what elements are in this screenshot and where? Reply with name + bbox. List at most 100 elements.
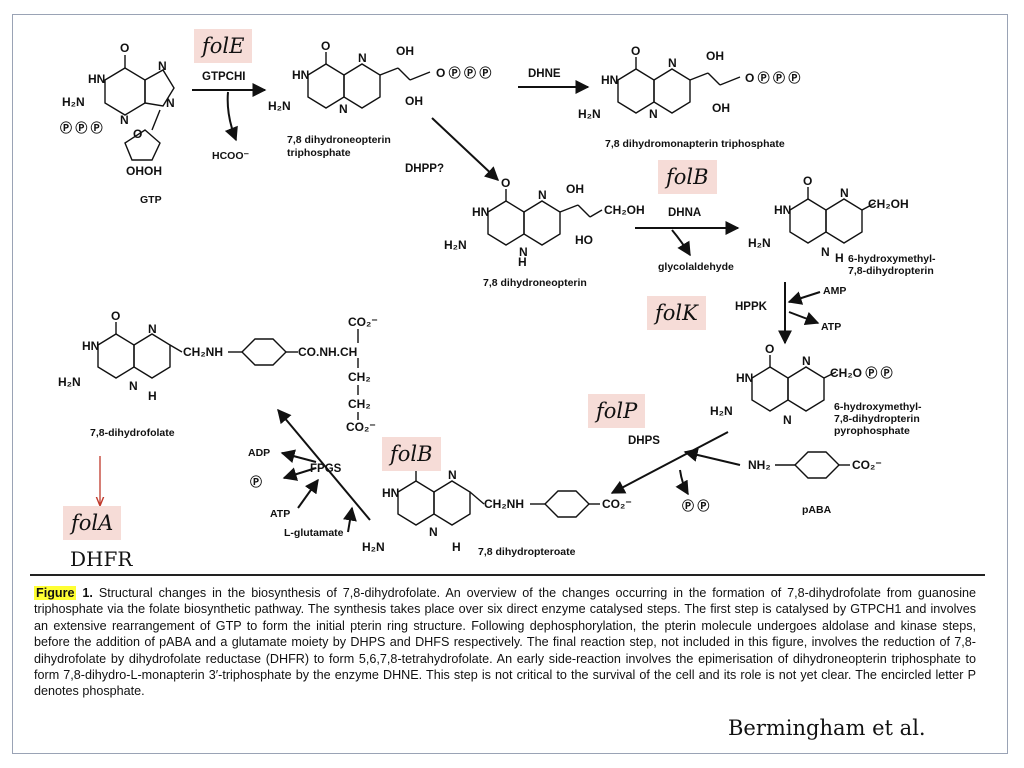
- svg-text:CO₂⁻: CO₂⁻: [346, 420, 376, 434]
- svg-text:CO₂⁻: CO₂⁻: [852, 458, 882, 472]
- svg-text:CH₂NH: CH₂NH: [484, 497, 524, 511]
- svg-text:OH: OH: [396, 44, 414, 58]
- gene-label-folA: folA: [63, 506, 122, 540]
- hmdp-label-1: 6-hydroxymethyl-: [848, 253, 936, 265]
- amp-arrow: [787, 291, 821, 305]
- svg-text:O: O: [321, 39, 330, 53]
- svg-text:O: O: [501, 176, 510, 190]
- atp-out-arrow: [788, 311, 820, 326]
- svg-text:N: N: [158, 59, 167, 73]
- svg-text:H₂N: H₂N: [578, 107, 601, 121]
- svg-text:N: N: [448, 468, 457, 482]
- gene-label-folK: folK: [647, 296, 706, 330]
- dhnp-triphosphate-label-1: 7,8 dihydroneopterin: [287, 134, 391, 146]
- byproduct-atp-hppk: ATP: [821, 321, 841, 333]
- svg-text:N: N: [358, 51, 367, 65]
- svg-text:H: H: [518, 255, 527, 269]
- svg-text:N: N: [166, 96, 175, 110]
- dhmp-triphosphate-structure: O HN N N H₂N OH OH O Ⓟ Ⓟ Ⓟ: [578, 44, 800, 121]
- svg-text:H: H: [835, 251, 844, 265]
- svg-text:N: N: [538, 188, 547, 202]
- glutamate-in-arrow: [343, 506, 357, 533]
- credit-text: Bermingham et al.: [728, 716, 926, 740]
- svg-text:N: N: [668, 56, 677, 70]
- svg-text:N: N: [519, 245, 528, 259]
- byproduct-l-glutamate: L-glutamate: [284, 527, 344, 539]
- svg-text:HN: HN: [472, 205, 489, 219]
- adp-arrow: [280, 449, 317, 463]
- svg-text:CH₂O Ⓟ Ⓟ: CH₂O Ⓟ Ⓟ: [830, 365, 893, 380]
- paba-structure: NH₂ CO₂⁻: [748, 451, 882, 479]
- svg-text:H₂N: H₂N: [362, 540, 385, 554]
- svg-text:HN: HN: [774, 203, 791, 217]
- svg-text:CH₂: CH₂: [348, 370, 371, 384]
- enzyme-gtpchi: GTPCHI: [202, 71, 245, 83]
- byproduct-glycolaldehyde: glycolaldehyde: [658, 261, 734, 273]
- gtp-structure: O HN N N N H₂N Ⓟ Ⓟ Ⓟ O OHOH: [60, 41, 175, 178]
- figure-number: 1.: [82, 586, 93, 600]
- svg-text:H₂N: H₂N: [62, 95, 85, 109]
- gtp-label: GTP: [140, 194, 162, 206]
- pp-out-arrow: [675, 469, 689, 496]
- enzyme-dhna: DHNA: [668, 207, 701, 219]
- hmdp-label-2: 7,8-dihydropterin: [848, 265, 934, 277]
- enzyme-dhne: DHNE: [528, 68, 561, 80]
- hmdp-structure: O HN N N H₂N CH₂OH H: [748, 174, 909, 265]
- svg-text:N: N: [802, 354, 811, 368]
- hmdpp-label-3: pyrophosphate: [834, 425, 910, 437]
- svg-text:CO.NH.CH: CO.NH.CH: [298, 345, 357, 359]
- svg-text:H: H: [452, 540, 461, 554]
- svg-text:CH₂OH: CH₂OH: [868, 197, 909, 211]
- enzyme-dhps: DHPS: [628, 435, 660, 447]
- svg-text:OH: OH: [712, 101, 730, 115]
- p-release: Ⓟ: [250, 474, 262, 489]
- svg-text:CO₂⁻: CO₂⁻: [602, 497, 632, 511]
- svg-text:O Ⓟ Ⓟ Ⓟ: O Ⓟ Ⓟ Ⓟ: [436, 65, 491, 80]
- fpgs-arrow: [277, 408, 371, 521]
- svg-text:OH: OH: [706, 49, 724, 63]
- enzyme-fpgs: FPGS: [310, 463, 342, 475]
- dhf-structure: O HN N N H₂N H CH₂NH CO.NH.CH CO₂⁻ CH₂ C…: [58, 309, 378, 434]
- gene-label-folE: folE: [194, 29, 253, 63]
- svg-text:OH: OH: [566, 182, 584, 196]
- pp-release: Ⓟ Ⓟ: [682, 498, 709, 513]
- caption-text: Structural changes in the biosynthesis o…: [34, 586, 977, 699]
- byproduct-atp-fpgs: ATP: [270, 508, 290, 520]
- svg-text:O: O: [765, 342, 774, 356]
- svg-text:HO: HO: [575, 233, 593, 247]
- hmdpp-structure: O HN N N H₂N CH₂O Ⓟ Ⓟ: [710, 342, 893, 427]
- svg-text:HN: HN: [88, 72, 105, 86]
- paba-label: pABA: [802, 504, 832, 516]
- svg-text:O: O: [120, 41, 129, 55]
- svg-text:HN: HN: [601, 73, 618, 87]
- svg-text:N: N: [148, 322, 157, 336]
- caption-divider: [30, 574, 985, 576]
- svg-text:NH₂: NH₂: [748, 458, 771, 472]
- svg-text:O: O: [803, 174, 812, 188]
- svg-text:N: N: [840, 186, 849, 200]
- svg-text:CH₂NH: CH₂NH: [183, 345, 223, 359]
- svg-text:CO₂⁻: CO₂⁻: [348, 315, 378, 329]
- hmdpp-label-2: 7,8-dihydropterin: [834, 413, 920, 425]
- dhnp-label: 7,8 dihydroneopterin: [483, 277, 587, 289]
- atp-in-arrow: [297, 478, 319, 509]
- svg-text:CH₂OH: CH₂OH: [604, 203, 645, 217]
- svg-text:Ⓟ Ⓟ Ⓟ: Ⓟ Ⓟ Ⓟ: [60, 120, 103, 135]
- byproduct-adp: ADP: [248, 447, 270, 459]
- glycolaldehyde-arrow: [671, 229, 691, 257]
- svg-text:H₂N: H₂N: [268, 99, 291, 113]
- svg-text:N: N: [339, 102, 348, 116]
- dhnp-structure: O HN N N H₂N H OH CH₂OH HO: [444, 176, 645, 269]
- figure-label: Figure: [34, 586, 77, 600]
- svg-text:O: O: [631, 44, 640, 58]
- hmdpp-label-1: 6-hydroxymethyl-: [834, 401, 922, 413]
- svg-text:HN: HN: [736, 371, 753, 385]
- svg-text:OH: OH: [405, 94, 423, 108]
- svg-text:N: N: [129, 379, 138, 393]
- dhnp-triphosphate-structure: O HN N N H₂N OH OH O Ⓟ Ⓟ Ⓟ: [268, 39, 491, 116]
- figure-frame: [12, 14, 1008, 754]
- dhps-arrow: [610, 431, 729, 494]
- svg-text:O Ⓟ Ⓟ Ⓟ: O Ⓟ Ⓟ Ⓟ: [745, 70, 800, 85]
- svg-text:HN: HN: [292, 68, 309, 82]
- dhnp-triphosphate-label-2: triphosphate: [287, 147, 351, 159]
